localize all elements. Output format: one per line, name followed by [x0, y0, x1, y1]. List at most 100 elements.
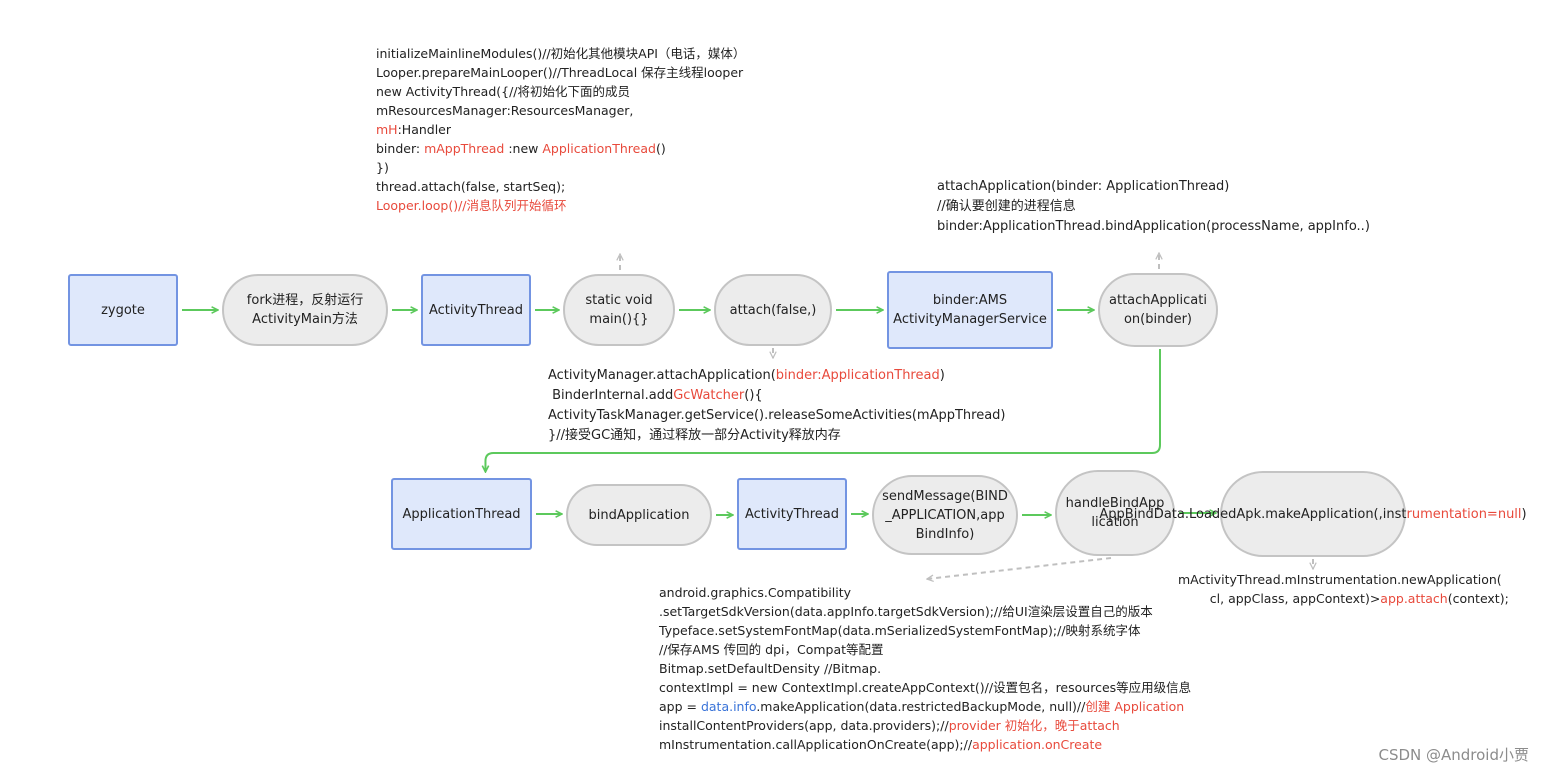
text-line: installContentProviders(app, data.provid…: [659, 716, 1191, 735]
highlighted-text: ApplicationThread: [542, 141, 656, 156]
node-loaded-apk-make-application[interactable]: AppBindData.LoadedApk.makeApplication(,i…: [1099, 471, 1527, 557]
text-segment: k.makeApplication(,inst: [1253, 506, 1407, 522]
text-segment: binder:: [376, 141, 425, 156]
node-label: bindApplication: [588, 507, 690, 523]
text-segment: app =: [659, 699, 701, 714]
node-label: ActivityThread: [744, 506, 840, 522]
text-line: binder: mAppThread :new ApplicationThrea…: [376, 139, 745, 158]
text-line: mInstrumentation.callApplicationOnCreate…: [659, 735, 1191, 754]
node-send-message[interactable]: sendMessage(BIND _APPLICATION,app BindIn…: [872, 475, 1018, 555]
node-application-thread[interactable]: ApplicationThread: [391, 478, 532, 550]
text-segment: BinderInternal.add: [548, 388, 674, 403]
node-handle-bind-application[interactable]: handleBindApp lication: [1055, 470, 1175, 556]
note-attach-application: attachApplication(binder: ApplicationThr…: [937, 177, 1370, 237]
text-segment: .makeApplication(data.restrictedBackupMo…: [756, 699, 1086, 714]
edge-attach-application-to-application-thread: [485, 349, 1161, 472]
text-segment: cl, appClass, appContext)>: [1178, 591, 1381, 606]
text-line: binder:ApplicationThread.bindApplication…: [937, 217, 1370, 237]
highlighted-text: application.onCreate: [972, 737, 1103, 752]
node-bind-application[interactable]: bindApplication: [566, 484, 712, 546]
text-segment: ): [1521, 506, 1527, 522]
node-label: sendMessage(BIND _APPLICATION,app BindIn…: [882, 488, 1008, 542]
text-segment: installContentProviders(app, data.provid…: [659, 718, 949, 733]
text-line: app = data.info.makeApplication(data.res…: [659, 697, 1191, 716]
text-line: initializeMainlineModules()//初始化其他模块API（…: [376, 44, 745, 63]
text-segment: initializeMainlineModules()//初始化其他模块API（…: [376, 46, 746, 61]
text-line: mResourcesManager:ResourcesManager,: [376, 101, 745, 120]
highlighted-text: mAppThread: [424, 141, 505, 156]
text-line: .setTargetSdkVersion(data.appInfo.target…: [659, 602, 1191, 621]
node-label: ActivityThread: [428, 302, 524, 318]
text-segment: :new: [504, 141, 543, 156]
text-segment: ActivityManager.attachApplication(: [548, 368, 776, 383]
text-line: contextImpl = new ContextImpl.createAppC…: [659, 678, 1191, 697]
text-segment: attachApplication(binder: ApplicationThr…: [937, 179, 1230, 194]
watermark: CSDN @Android小贾: [1378, 746, 1529, 764]
node-fork-process[interactable]: fork进程，反射运行 ActivityMain方法: [222, 274, 388, 346]
text-line: AppBindData.LoadedAp: [1099, 507, 1253, 522]
text-line: //确认要创建的进程信息: [937, 197, 1370, 217]
highlighted-text: Looper.loop()//: [376, 198, 467, 213]
text-line: thread.attach(false, startSeq);: [376, 177, 745, 196]
text-line: Typeface.setSystemFontMap(data.mSerializ…: [659, 621, 1191, 640]
text-line: attachApplication(binder: ApplicationThr…: [937, 177, 1370, 197]
text-line: }//接受GC通知，通过释放一部分Activity释放内存: [548, 426, 1006, 446]
node-label: handleBindApp lication: [1065, 496, 1165, 530]
node-attach-application[interactable]: attachApplicati on(binder): [1098, 273, 1218, 347]
text-line: cl, appClass, appContext)>app.attach(con…: [1178, 589, 1509, 608]
text-line: }): [376, 158, 745, 177]
text-segment: .setTargetSdkVersion(data.appInfo.target…: [659, 604, 1153, 619]
highlighted-text: GcWatcher: [673, 388, 745, 403]
text-segment: Typeface.setSystemFontMap(data.mSerializ…: [659, 623, 1141, 638]
node-activity-thread[interactable]: ActivityThread: [421, 274, 531, 346]
text-segment: }//接受GC通知，通过释放一部分Activity释放内存: [548, 428, 841, 443]
text-segment: ActivityTaskManager.getService().release…: [548, 408, 1006, 423]
text-segment: android.graphics.Compatibility: [659, 585, 852, 600]
node-label: zygote: [101, 302, 145, 318]
node-zygote[interactable]: zygote: [68, 274, 178, 346]
text-segment: (){: [744, 388, 763, 403]
node-binder-ams[interactable]: binder:AMS ActivityManagerService: [887, 271, 1053, 349]
highlighted-text: binder:ApplicationThread: [775, 368, 940, 383]
text-line: new ActivityThread({//将初始化下面的成员: [376, 82, 745, 101]
text-segment: (): [655, 141, 666, 156]
text-line: rumentation=null): [1406, 507, 1526, 522]
text-line: Looper.prepareMainLooper()//ThreadLocal …: [376, 63, 745, 82]
node-attach[interactable]: attach(false,): [714, 274, 832, 346]
text-segment: :Handler: [397, 122, 452, 137]
note-attach: ActivityManager.attachApplication(binder…: [548, 366, 1006, 446]
text-segment: AppBindData.LoadedAp: [1099, 506, 1254, 522]
node-label: attachApplicati on(binder): [1109, 293, 1207, 327]
note-main-method: initializeMainlineModules()//初始化其他模块API（…: [376, 44, 745, 215]
node-label: AppBindData.LoadedApk.makeApplication(,i…: [1099, 505, 1526, 524]
text-segment: (context);: [1447, 591, 1509, 606]
text-line: mH:Handler: [376, 120, 745, 139]
text-line: //保存AMS 传回的 dpi，Compat等配置: [659, 640, 1191, 659]
node-label: static void main(){}: [585, 293, 653, 327]
text-line: k.makeApplication(,inst: [1254, 507, 1407, 522]
highlighted-text: provider 初始化，晚于attach: [948, 718, 1120, 733]
text-segment: mActivityThread.mInstrumentation.newAppl…: [1178, 572, 1502, 587]
text-segment: //确认要创建的进程信息: [937, 199, 1076, 214]
text-segment: Bitmap.setDefaultDensity //Bitmap.: [659, 661, 882, 676]
node-activity-thread-2[interactable]: ActivityThread: [737, 478, 847, 550]
note-new-application: mActivityThread.mInstrumentation.newAppl…: [1178, 570, 1509, 608]
text-line: BinderInternal.addGcWatcher(){: [548, 386, 1006, 406]
text-segment: }): [376, 160, 389, 175]
text-line: ActivityManager.attachApplication(binder…: [548, 366, 1006, 386]
node-static-main[interactable]: static void main(){}: [563, 274, 675, 346]
text-line: mActivityThread.mInstrumentation.newAppl…: [1178, 570, 1509, 589]
highlighted-text: 消息队列开始循环: [466, 198, 567, 213]
text-segment: ): [939, 368, 945, 383]
text-segment: Looper.prepareMainLooper()//ThreadLocal …: [376, 65, 744, 80]
node-label: ApplicationThread: [402, 506, 521, 522]
text-segment: contextImpl = new ContextImpl.createAppC…: [659, 680, 1192, 695]
text-segment: binder:ApplicationThread.bindApplication…: [937, 219, 1370, 234]
highlighted-text: rumentation=null: [1406, 506, 1522, 522]
highlighted-text: mH: [376, 122, 398, 137]
node-label: attach(false,): [729, 302, 817, 318]
text-segment: //保存AMS 传回的 dpi，Compat等配置: [659, 642, 884, 657]
highlighted-text: 创建 Application: [1085, 699, 1185, 714]
highlighted-text: app.attach: [1380, 591, 1448, 606]
text-segment: mInstrumentation.callApplicationOnCreate…: [659, 737, 973, 752]
